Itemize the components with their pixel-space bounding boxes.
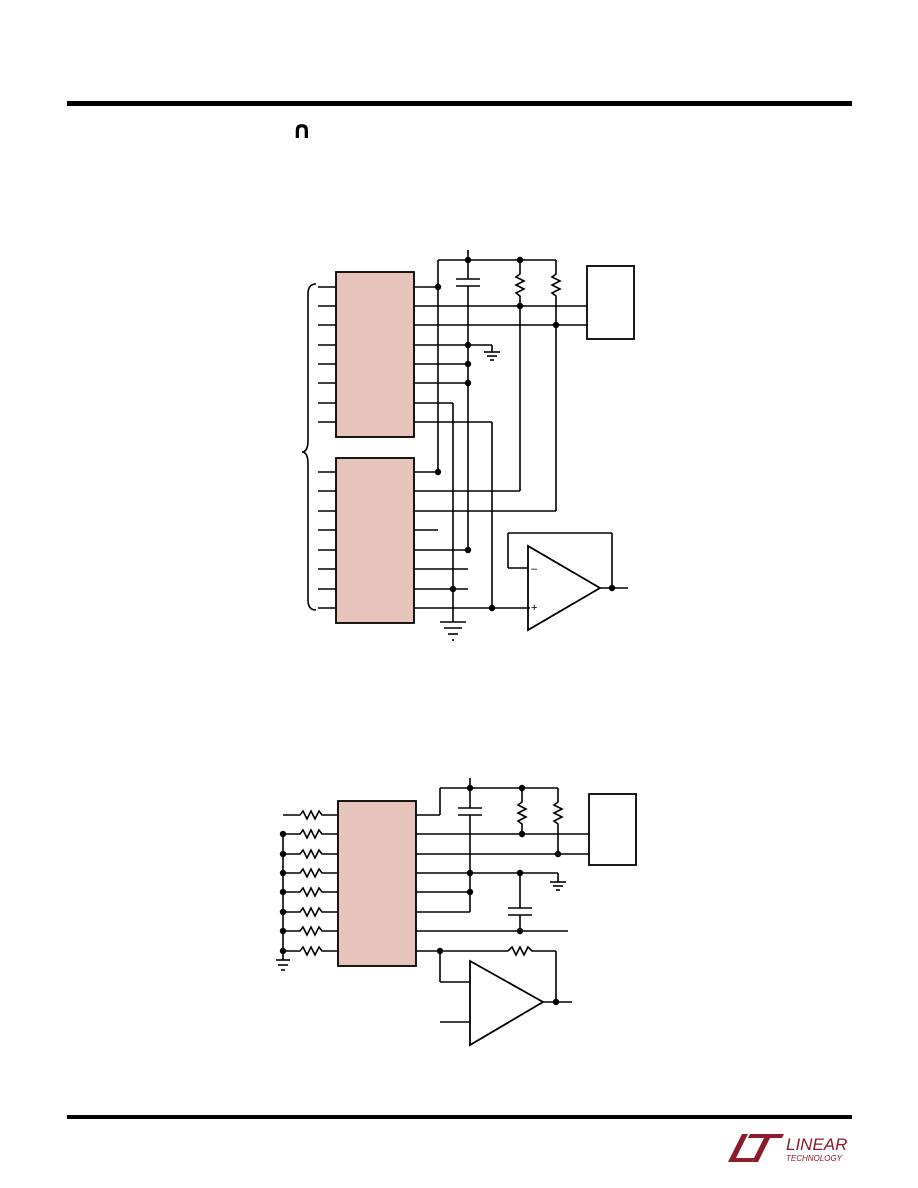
linear-technology-logo: LINEAR TECHNOLOGY: [728, 1134, 847, 1163]
junction-dots-1: [434, 256, 616, 612]
chip-dac: [337, 800, 417, 967]
header-glyph: ∩: [292, 116, 312, 144]
input-resistors: [283, 809, 338, 957]
opamp-2: [469, 959, 545, 1047]
lt-mark-icon: [728, 1134, 754, 1162]
resistor-r4: [552, 788, 564, 854]
resistor-r1: [514, 260, 526, 491]
logo-word: LINEAR: [786, 1135, 847, 1154]
chip-upper: [335, 271, 415, 438]
resistor-r2: [550, 260, 562, 511]
controller-box-2: [588, 793, 637, 866]
bottom-rule: [67, 1115, 852, 1119]
logo-sub: TECHNOLOGY: [786, 1154, 843, 1163]
lower-left-pins: [318, 471, 336, 609]
opamp-minus-label: –: [531, 563, 538, 575]
upper-left-pins: [318, 286, 336, 423]
controller-box: [586, 265, 635, 340]
opamp-plus-label: +: [531, 602, 537, 614]
chip-lower: [335, 457, 415, 624]
junction-dots-2: [279, 784, 562, 1006]
input-brace: [301, 283, 317, 611]
top-rule: [67, 101, 852, 106]
feedback-resistor: [507, 945, 556, 957]
opamp-1: [527, 544, 602, 632]
resistor-r3: [516, 788, 528, 834]
